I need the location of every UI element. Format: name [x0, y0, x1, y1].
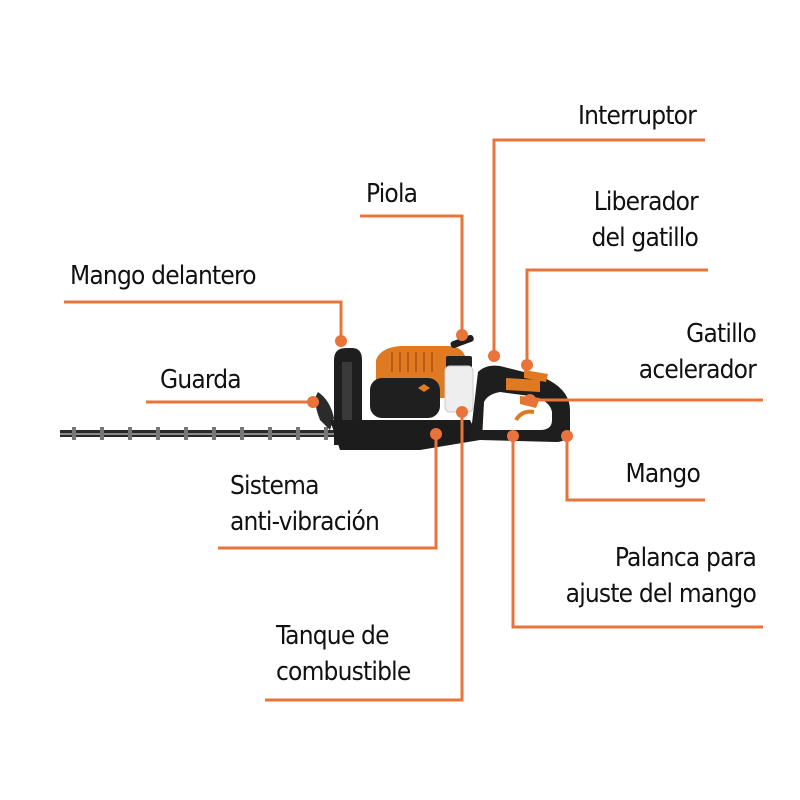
leader-lines: [64, 138, 763, 702]
hedge-trimmer-icon: [60, 334, 570, 450]
label-mango-delantero: Mango delantero: [70, 261, 257, 291]
label-tanque-combustible: Tanque de combustible: [276, 621, 411, 687]
label-sistema-anti-vibracion: Sistema anti-vibración: [230, 471, 380, 537]
label-piola: Piola: [366, 179, 418, 209]
label-mango: Mango: [625, 459, 700, 489]
label-gatillo-acelerador: Gatillo acelerador: [638, 319, 757, 385]
label-guarda: Guarda: [160, 365, 242, 395]
label-interruptor: Interruptor: [577, 101, 697, 131]
label-palanca-ajuste-mango: Palanca para ajuste del mango: [565, 543, 757, 609]
callout-dots: [307, 329, 573, 442]
label-liberador-del-gatillo: Liberador del gatillo: [591, 187, 698, 253]
